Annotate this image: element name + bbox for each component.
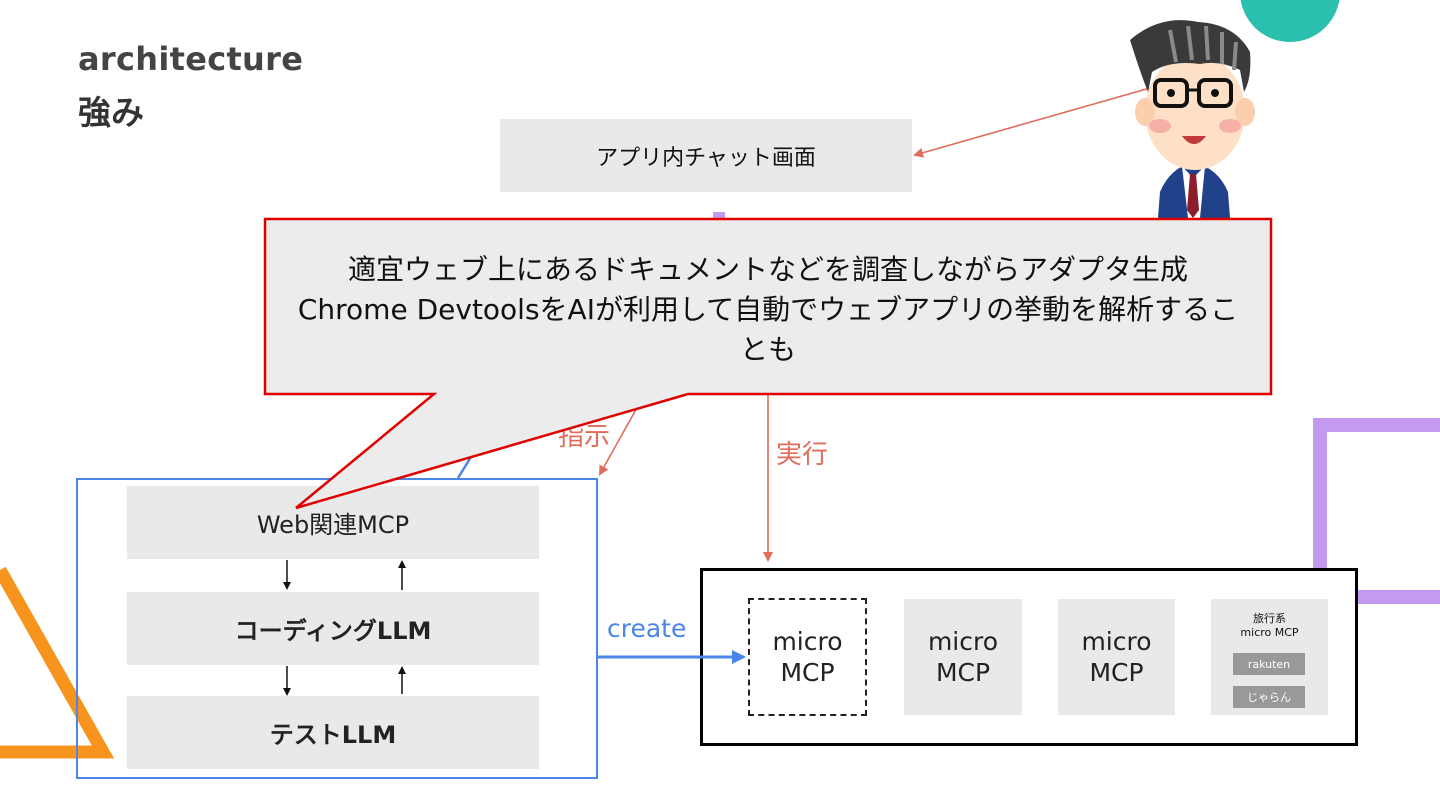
jalan-chip: じゃらん	[1233, 686, 1305, 708]
rakuten-chip: rakuten	[1233, 653, 1305, 675]
callout-line2: Chrome DevtoolsをAIが利用して自動でウェブアプリの挙動を解析する…	[297, 293, 1239, 326]
callout-line3: とも	[739, 333, 796, 366]
chat-screen-box: アプリ内チャット画面	[500, 119, 912, 192]
test-llm-box: テストLLM	[127, 696, 539, 769]
hair-highlight	[1168, 25, 1238, 71]
micro-mcp-line1: micro	[927, 626, 999, 656]
orange-triangle-decoration	[0, 566, 115, 759]
travel-micro-mcp-label: 旅行系 micro MCP	[1211, 612, 1328, 641]
micro-mcp-line1: micro	[1081, 626, 1152, 656]
micro-mcp-line2: MCP	[780, 658, 835, 687]
mouth	[1182, 136, 1206, 144]
coding-llm-box: コーディングLLM	[127, 592, 539, 665]
micro-mcp-line2: MCP	[1089, 658, 1144, 687]
micro-mcp-line2: MCP	[935, 658, 991, 687]
cheek	[1149, 119, 1171, 133]
purple-connector	[713, 212, 725, 222]
eye	[1167, 89, 1175, 97]
tie-icon	[1187, 174, 1199, 218]
ear	[1235, 98, 1255, 126]
glasses-icon	[1197, 78, 1233, 108]
glasses-icon	[1153, 78, 1189, 108]
ear	[1135, 98, 1155, 126]
callout-shape	[263, 217, 1273, 510]
page-title: architecture	[78, 40, 304, 78]
person-to-chat-arrow	[913, 87, 1151, 158]
callout-line1: 適宜ウェブ上にあるドキュメントなどを調査しながらアダプタ生成	[347, 253, 1188, 286]
page-subtitle: 強み	[78, 93, 144, 132]
micro-mcp-new: micro MCP	[748, 598, 867, 716]
travel-label-line2: micro MCP	[1240, 626, 1299, 640]
micro-mcp-line1: micro	[772, 626, 843, 656]
execute-label: 実行	[776, 440, 829, 470]
teal-circle-decoration	[1240, 0, 1340, 42]
micro-mcp: micro MCP	[1058, 599, 1175, 715]
web-mcp-box: Web関連MCP	[127, 486, 539, 559]
micro-mcp: micro MCP	[904, 599, 1022, 715]
purple-bracket-decoration	[1313, 418, 1440, 604]
callout-text: 適宜ウェブ上にあるドキュメントなどを調査しながらアダプタ生成 Chrome De…	[268, 250, 1268, 370]
create-label: create	[607, 614, 687, 643]
cheek	[1219, 119, 1241, 133]
face	[1145, 54, 1245, 170]
travel-label-line1: 旅行系	[1253, 612, 1286, 625]
eye	[1211, 89, 1219, 97]
